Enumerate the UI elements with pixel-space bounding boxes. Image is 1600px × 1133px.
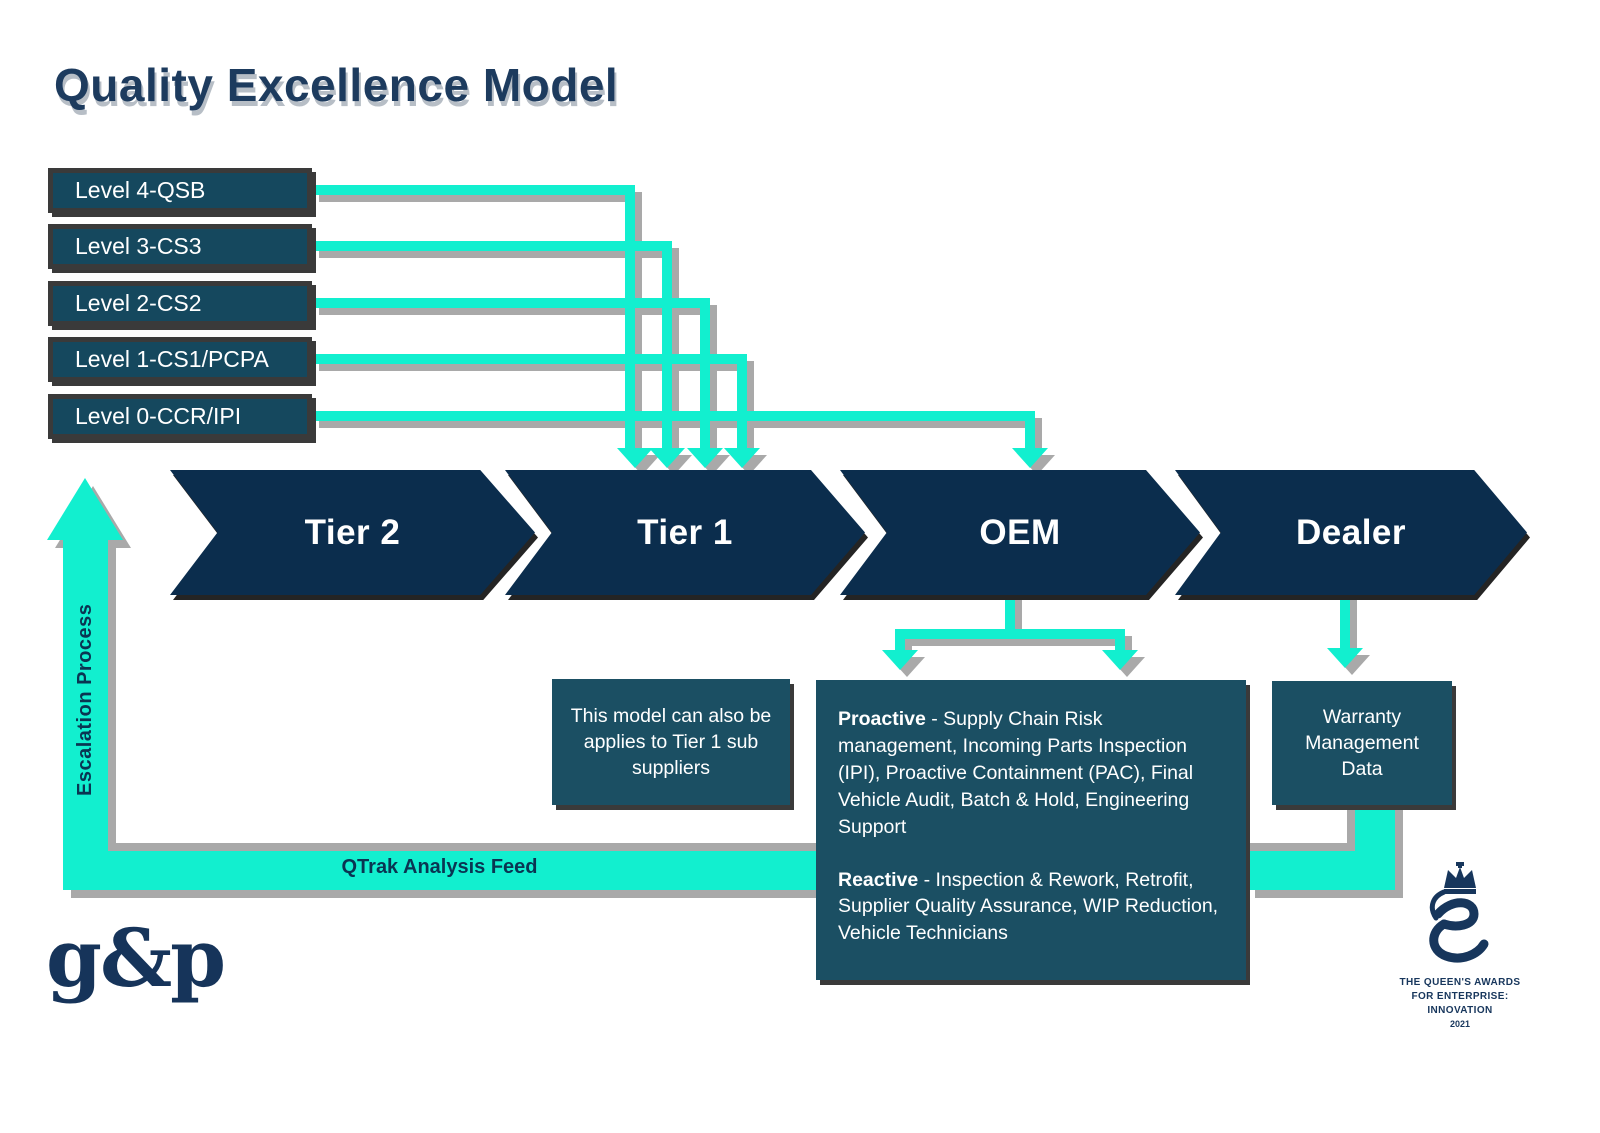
tier1-note-box: This model can also be applies to Tier 1… [552, 679, 790, 805]
chevron-oem: OEM [840, 470, 1200, 595]
connector-level1 [737, 354, 747, 448]
chevron-label: Tier 1 [637, 512, 733, 552]
connector-shadow [1032, 418, 1042, 455]
connector-oem [1005, 593, 1015, 634]
level-label: Level 1-CS1/PCPA [75, 346, 269, 372]
arrow-down-icon [1102, 650, 1138, 670]
award-text-line2: FOR ENTERPRISE: [1411, 991, 1509, 1002]
chevron-tier2: Tier 2 [170, 470, 535, 595]
proactive-text: - Supply Chain Risk management, Incoming… [838, 708, 1194, 838]
connector-shadow [902, 636, 1132, 646]
reactive-text: - Inspection & Rework, Retrofit, Supplie… [838, 868, 1219, 945]
connector-shadow [744, 361, 754, 455]
level-box-1: Level 1-CS1/PCPA [48, 337, 312, 382]
chevron-label: Tier 2 [304, 512, 401, 552]
gp-logo: g&p [46, 911, 226, 1005]
level-label: Level 3-CS3 [75, 233, 202, 259]
tier1-note-text: This model can also be applies to Tier 1… [570, 704, 772, 780]
chevron-dealer: Dealer [1175, 470, 1527, 595]
chevron-tier1: Tier 1 [505, 470, 865, 595]
connector-level2 [312, 298, 710, 308]
band-shadow [1347, 790, 1355, 852]
level-box-0: Level 0-CCR/IPI [48, 394, 312, 439]
connector-level3 [662, 241, 672, 448]
connector-shadow [319, 248, 679, 258]
level-box-2: Level 2-CS2 [48, 281, 312, 326]
level-box-3: Level 3-CS3 [48, 224, 312, 269]
warranty-box: Warranty Management Data [1272, 681, 1452, 805]
connector-level4 [625, 185, 635, 448]
reactive-title: Reactive [838, 868, 919, 891]
arrow-down-icon [882, 650, 918, 670]
connector-shadow [1012, 600, 1022, 641]
award-text-year: 2021 [1449, 1019, 1471, 1029]
connector-level1 [312, 354, 747, 364]
connector-shadow [319, 361, 754, 371]
level-label: Level 0-CCR/IPI [75, 403, 242, 429]
warranty-feed-band [1355, 788, 1395, 890]
connector-shadow [319, 192, 642, 202]
connector-oem [895, 629, 1125, 639]
chevron-label: Dealer [1295, 512, 1407, 552]
award-text-line1: THE QUEEN'S AWARDS [1399, 977, 1521, 988]
reactive-paragraph: Reactive - Inspection & Rework, Retrofit… [838, 867, 1224, 948]
connector-shadow [1122, 636, 1132, 657]
queens-award-emblem-icon [1429, 861, 1489, 963]
connector-shadow [632, 192, 642, 455]
connector-level0 [1025, 411, 1035, 448]
band-shadow [116, 843, 816, 851]
qtrak-feed-label: QTrak Analysis Feed [341, 856, 538, 878]
arrow-down-icon [1327, 648, 1363, 668]
qtrak-feed-band [1247, 851, 1358, 890]
connector-shadow [669, 248, 679, 455]
connector-shadow [1347, 600, 1357, 655]
arrow-down-icon [649, 448, 685, 468]
connector-dealer [1340, 593, 1350, 648]
arrow-down-icon [724, 448, 760, 468]
queens-award-logo: THE QUEEN'S AWARDS FOR ENTERPRISE: INNOV… [1385, 861, 1535, 1029]
connector-shadow [319, 305, 717, 315]
escalation-process-label: Escalation Process [74, 603, 96, 797]
proactive-paragraph: Proactive - Supply Chain Risk management… [838, 706, 1224, 841]
connector-level2 [700, 298, 710, 448]
connector-shadow [319, 418, 1042, 428]
escalation-arrow-icon [47, 478, 123, 540]
proactive-title: Proactive [838, 708, 926, 730]
page-title: Quality Excellence Model [54, 59, 619, 111]
level-box-4: Level 4-QSB [48, 168, 312, 213]
escalation-band [63, 540, 108, 890]
connector-shadow [902, 636, 912, 657]
band-shadow [1247, 843, 1350, 851]
award-text-line3: INNOVATION [1427, 1005, 1493, 1016]
warranty-text: Warranty Management Data [1305, 705, 1419, 781]
chevron-label: OEM [979, 512, 1061, 552]
connector-shadow [707, 305, 717, 455]
connector-oem [1115, 629, 1125, 650]
connector-level0 [312, 411, 1035, 421]
connector-oem [895, 629, 905, 650]
arrow-down-icon [1012, 448, 1048, 468]
level-label: Level 4-QSB [75, 177, 206, 203]
qtrak-feed-band [63, 851, 816, 890]
level-label: Level 2-CS2 [75, 290, 202, 316]
connector-level4 [312, 185, 635, 195]
arrow-down-icon [687, 448, 723, 468]
arrow-down-icon [617, 448, 653, 468]
connector-level3 [312, 241, 672, 251]
oem-programs-box: Proactive - Supply Chain Risk management… [816, 680, 1246, 980]
